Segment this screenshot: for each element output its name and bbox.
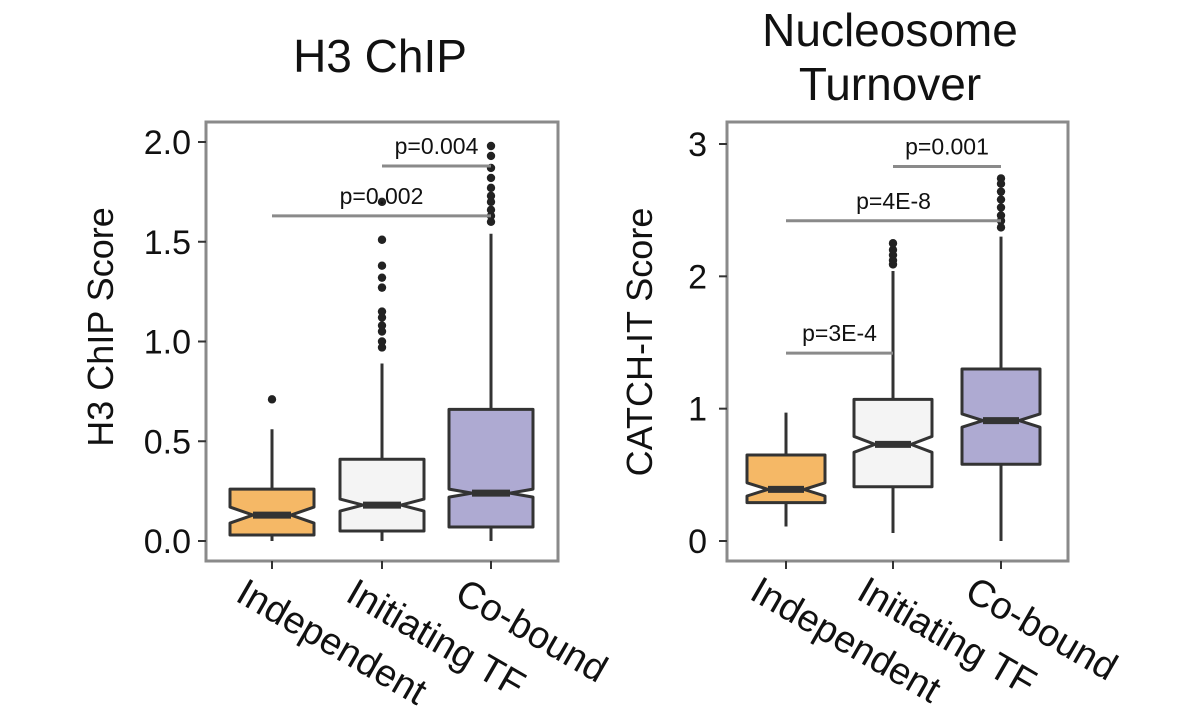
notched-box [447,407,535,529]
outlier-point [996,174,1006,183]
outlier-point [996,195,1006,204]
y-tick-label: 1.5 [144,224,191,262]
y-tick-label: 0 [688,523,707,561]
notched-box [960,367,1042,466]
outlier-point [377,321,387,330]
notched-box [338,457,426,533]
y-tick-label: 1.0 [144,324,191,362]
y-axis-label: H3 ChIP Score [80,207,121,446]
box-independent [228,395,316,541]
outlier-point [888,245,898,255]
outlier-point [377,197,387,207]
outlier-point [996,203,1006,212]
y-tick-label: 2.0 [144,124,191,162]
outlier-point [377,327,387,336]
box-initiating-tf [338,197,426,541]
outlier-point [377,337,387,346]
outlier-point [377,283,387,292]
box-co-bound [447,141,535,541]
outlier-point [486,191,496,201]
outlier-point [486,173,496,183]
outlier-point [486,197,496,207]
p-value-label: p=0.001 [905,133,989,159]
box-independent [745,412,827,527]
chart-panel-1: H3 ChIP H3 ChIP Score 0.0 0.5 1.0 1.5 2.0 p=0.0… [80,30,614,714]
outlier-point [377,235,387,244]
outlier-point [486,205,496,215]
y-tick-label: 1 [688,391,707,429]
plot-area-border [725,120,1070,563]
chart-title: H3 ChIP [293,30,467,82]
chart-title: Nucleosome [762,4,1018,56]
outlier-point [486,183,496,193]
outlier-point [996,223,1006,232]
box-co-bound [960,174,1042,541]
outlier-point [377,343,387,352]
y-tick-label: 2 [688,258,707,296]
outlier-point [377,261,387,270]
outlier-point [486,217,496,226]
p-value-label: p=0.004 [395,133,479,159]
outlier-point [267,395,277,404]
outlier-point [996,211,1006,220]
y-tick-label: 0.5 [144,423,191,461]
p-value-label: p=3E-4 [802,320,877,346]
y-tick-label: 3 [688,126,707,164]
y-axis-label: CATCH-IT Score [619,208,660,477]
chart-title: Turnover [799,58,981,110]
outlier-point [888,239,898,248]
outlier-point [996,187,1006,196]
p-value-label: p=4E-8 [856,188,931,214]
outlier-point [486,141,496,151]
box-initiating-tf [852,239,934,534]
y-tick-label: 0.0 [144,523,191,561]
outlier-point [486,151,496,161]
outlier-point [377,307,387,316]
outlier-point [377,313,387,322]
notched-box [745,453,827,505]
outlier-point [377,273,387,282]
p-value-label: p=0.002 [340,183,424,209]
